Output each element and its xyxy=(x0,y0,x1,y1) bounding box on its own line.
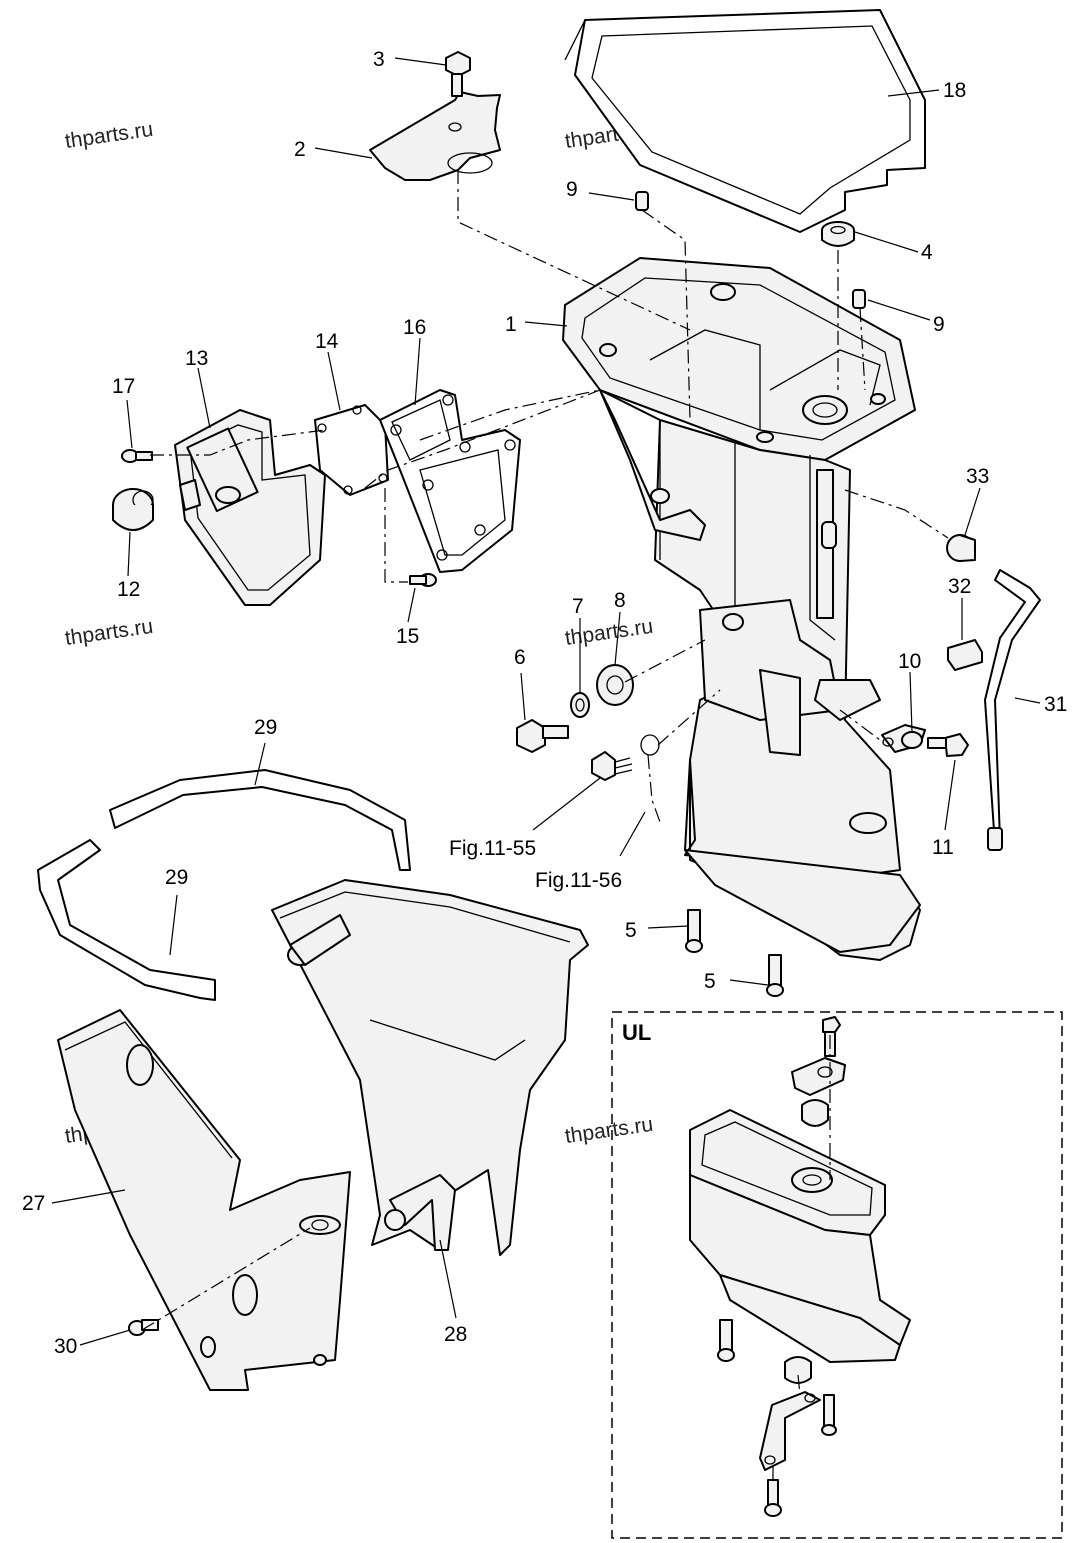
grommet-33 xyxy=(946,534,976,562)
grommet-12 xyxy=(112,488,154,531)
ground-bolt xyxy=(591,751,633,781)
upper-casing xyxy=(562,257,921,961)
clamp-10 xyxy=(881,724,926,753)
callout-5: 5 xyxy=(625,919,637,942)
reference-lines xyxy=(141,170,949,1480)
fig-ref-11-55: Fig.11-55 xyxy=(449,837,536,860)
screw-17 xyxy=(121,449,153,463)
washer-8 xyxy=(596,664,634,706)
seal-strip xyxy=(109,769,411,871)
watermark: thparts.ru xyxy=(563,1113,654,1148)
screw-5 xyxy=(766,954,784,997)
callout-7: 7 xyxy=(572,595,584,618)
seal-strip xyxy=(37,839,216,1001)
dowel-pin xyxy=(852,289,866,309)
callout-10: 10 xyxy=(898,650,921,673)
ground-wire xyxy=(640,734,661,823)
callout-8: 8 xyxy=(614,589,626,612)
callout-4: 4 xyxy=(921,241,933,264)
screw-15 xyxy=(409,573,437,587)
callout-28: 28 xyxy=(444,1323,467,1346)
leader-lines xyxy=(51,57,1041,1346)
callout-5: 5 xyxy=(704,970,716,993)
watermark: thparts.ru xyxy=(563,615,654,650)
inset-label: UL xyxy=(622,1020,651,1045)
callout-33: 33 xyxy=(966,465,989,488)
callout-9: 9 xyxy=(933,313,945,336)
callout-16: 16 xyxy=(403,316,426,339)
callout-14: 14 xyxy=(315,330,339,353)
lower-cover-left xyxy=(57,1009,351,1391)
grommet-4 xyxy=(821,221,855,247)
seal-ring xyxy=(564,9,926,233)
gasket-16 xyxy=(379,389,521,573)
callout-12: 12 xyxy=(117,578,140,601)
callout-27: 27 xyxy=(22,1192,45,1215)
screw-5 xyxy=(685,909,703,953)
callout-29: 29 xyxy=(254,716,277,739)
callout-9: 9 xyxy=(566,178,578,201)
bolt-6 xyxy=(516,719,569,753)
mount-plate xyxy=(369,91,501,181)
watermark: thparts.ru xyxy=(63,118,154,153)
callout-29: 29 xyxy=(165,866,188,889)
callout-11: 11 xyxy=(932,836,954,859)
callout-3: 3 xyxy=(373,48,385,71)
callout-15: 15 xyxy=(396,625,419,648)
callout-31: 31 xyxy=(1044,693,1067,716)
callout-18: 18 xyxy=(943,79,966,102)
callouts: 3 2 9 18 4 9 1 13 14 16 17 12 15 6 7 8 1… xyxy=(22,48,1067,1358)
gasket-14 xyxy=(314,404,389,496)
dowel-pin xyxy=(635,191,649,211)
lower-cover-right xyxy=(271,879,589,1256)
callout-1: 1 xyxy=(505,313,517,336)
washer-7 xyxy=(570,692,590,718)
callout-2: 2 xyxy=(294,138,306,161)
callout-13: 13 xyxy=(185,347,208,370)
ul-extension-assembly xyxy=(689,1016,911,1517)
grommet-32 xyxy=(947,639,983,671)
fig-ref-11-56: Fig.11-56 xyxy=(535,869,622,892)
callout-30: 30 xyxy=(54,1335,77,1358)
callout-17: 17 xyxy=(112,375,135,398)
watermark: thparts.ru xyxy=(63,615,154,650)
bolt-11 xyxy=(927,733,969,757)
bolt-3 xyxy=(445,51,471,97)
cover-13 xyxy=(174,409,326,606)
ul-inset-frame xyxy=(611,1011,1063,1539)
callout-32: 32 xyxy=(948,575,971,598)
callout-6: 6 xyxy=(514,646,526,669)
water-tube-31 xyxy=(984,569,1041,851)
